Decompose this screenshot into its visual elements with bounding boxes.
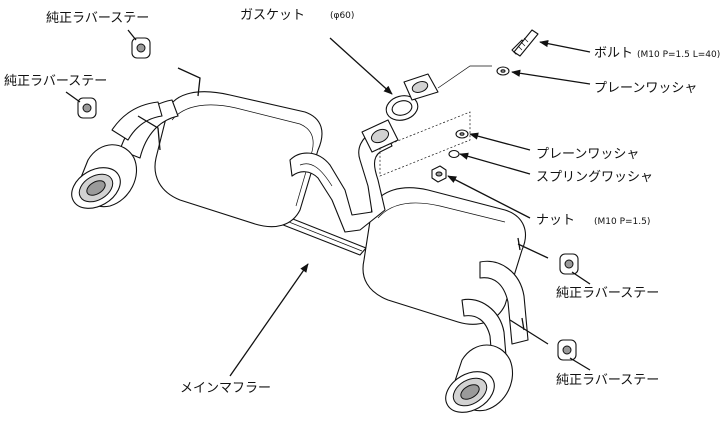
y-pipe (289, 127, 393, 233)
gasket-part (385, 95, 419, 121)
label-rubber-stay-4: 純正ラバーステー (556, 373, 659, 388)
inlet-flange (361, 119, 399, 153)
label-gasket: ガスケット (240, 8, 305, 23)
label-bolt: ボルト (594, 46, 633, 61)
hanger-rods (137, 67, 549, 345)
left-tail-tip (71, 144, 138, 209)
label-rubber-stay-1: 純正ラバーステー (46, 11, 149, 26)
left-tailpipe-bend (111, 99, 179, 159)
rubber-stay-part-4 (557, 339, 577, 361)
right-tail-tip (445, 344, 514, 413)
label-main-muffler: メインマフラー (180, 381, 271, 396)
label-rubber-stay-2: 純正ラバーステー (4, 74, 107, 89)
mounting-plate (379, 111, 471, 177)
label-spring-washer: スプリングワッシャ (536, 170, 653, 185)
spring-washer-part (448, 149, 460, 159)
plain-washer-top (496, 66, 510, 76)
label-plain-washer-2: プレーンワッシャ (536, 147, 639, 162)
label-rubber-stay-3: 純正ラバーステー (556, 286, 659, 301)
nut-part (431, 165, 447, 183)
flange-part (403, 73, 439, 101)
bolt-part (511, 29, 539, 57)
leader-lines (229, 37, 591, 377)
label-bolt-spec: (M10 P=1.5 L=40) (637, 50, 720, 60)
label-plain-washer-1: プレーンワッシャ (594, 81, 697, 96)
right-muffler-box (362, 187, 526, 325)
label-nut: ナット (536, 213, 575, 228)
main-muffler (71, 67, 549, 413)
labels: 純正ラバーステー 純正ラバーステー ガスケット (φ60) ボルト (M10 P… (4, 8, 720, 396)
rubber-stay-part-2 (77, 97, 97, 119)
rubber-stay-part-1 (131, 37, 151, 59)
stay-leaders (65, 29, 591, 371)
plain-washer-lower (455, 129, 469, 139)
rubber-stay-part-3 (559, 253, 579, 275)
label-gasket-spec: (φ60) (330, 11, 354, 21)
label-nut-spec: (M10 P=1.5) (594, 217, 650, 227)
